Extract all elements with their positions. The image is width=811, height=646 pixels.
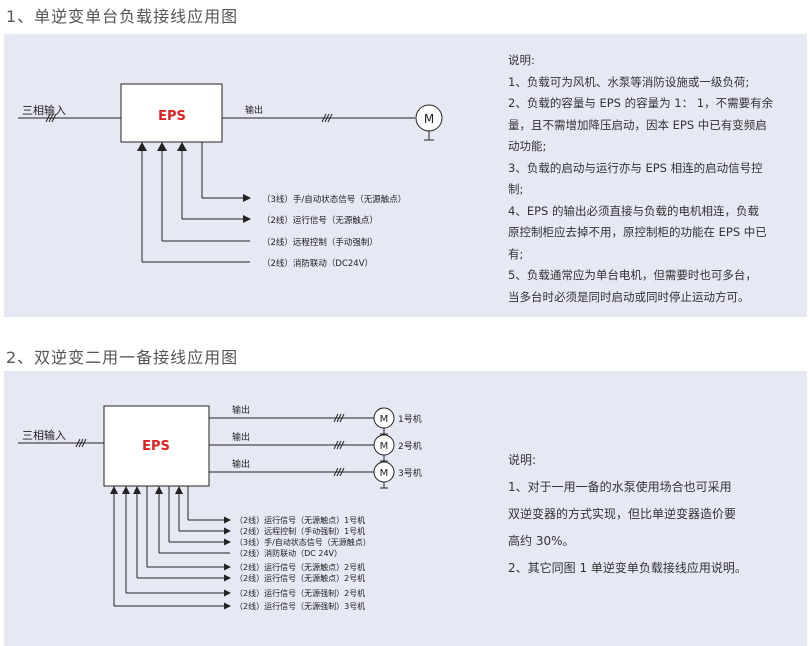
three-phase-mark-icon xyxy=(45,113,333,123)
note-line: 4、EPS 的输出必须直接与负载的电机相连，负载 xyxy=(508,203,759,218)
note-line: 动功能; xyxy=(508,139,547,153)
input-label: 三相输入 xyxy=(22,428,66,442)
eps-label: EPS xyxy=(142,439,170,454)
note-line: 3、负载的启动与运行亦与 EPS 相连的启动信号控 xyxy=(508,160,763,175)
signal-label: （2线）远程控制（手动强制） xyxy=(262,237,378,248)
eps-box xyxy=(120,83,223,143)
section1-title: 1、单逆变单台负载接线应用图 xyxy=(6,7,239,26)
note-line: 双逆变器的方式实现，但比单逆变器造价要 xyxy=(508,507,737,521)
signal-label: （2线）运行信号（无源强制）2号机 xyxy=(235,588,365,598)
motor-symbol: M xyxy=(380,414,389,425)
signal-label: （2线）运行信号（无源触点） xyxy=(262,215,378,226)
eps-box xyxy=(103,405,210,487)
signal-label: （2线）运行信号（无源触点）2号机 xyxy=(235,562,365,572)
signal-lines xyxy=(113,486,231,610)
unit-label-3: 3号机 xyxy=(398,467,422,479)
output-label-3: 输出 xyxy=(232,458,250,470)
unit-label-2: 2号机 xyxy=(398,440,422,452)
section1-notes: 说明: 1、负载可为风机、水泵等消防设施或一级负荷; 2、负载的容量与 EPS … xyxy=(508,50,773,308)
motor-symbol: M xyxy=(380,441,389,452)
three-phase-mark-icon xyxy=(75,413,345,477)
note-line: 2、负载的容量与 EPS 的容量为 1： 1，不需要有余 xyxy=(508,96,774,110)
section1-wiring-diagram: 三相输入 EPS 输出 M （3线）手/自动状态信号（无源触点） （2线）运行信… xyxy=(18,83,443,269)
output-label-2: 输出 xyxy=(232,431,250,443)
note-line: 1、对于一用一备的水泵使用场合也可采用 xyxy=(508,480,732,494)
note-line: 原控制柜应去掉不用，原控制柜的功能在 EPS 中已 xyxy=(508,225,767,239)
note-line: 说明: xyxy=(508,53,535,67)
note-line: 高约 30%。 xyxy=(508,534,575,548)
signal-lines xyxy=(141,142,251,263)
signal-arrow-icons xyxy=(137,142,187,151)
motor-symbol: M xyxy=(380,468,389,479)
section1-panel: 三相输入 EPS 输出 M （3线）手/自动状态信号（无源触点） （2线）运行信… xyxy=(4,34,807,317)
unit-label-1: 1号机 xyxy=(398,413,422,425)
note-line: 2、其它同图 1 单逆变单负载接线应用说明。 xyxy=(508,561,747,575)
signal-label: （2线）运行信号（无源触点）2号机 xyxy=(235,573,365,583)
signal-label: （3线）手/自动状态信号（无源触点） xyxy=(262,194,406,205)
note-line: 制; xyxy=(508,182,524,196)
signal-label: （2线）远程控制（手动强制）1号机 xyxy=(235,526,365,536)
eps-label: EPS xyxy=(158,109,186,124)
note-line: 5、负载通常应为单台电机，但需要时也可多台， xyxy=(508,268,757,282)
output-label-1: 输出 xyxy=(232,404,250,416)
signal-label: （2线）消防联动（DC24V） xyxy=(262,258,373,269)
note-line: 说明: xyxy=(508,453,537,467)
output-label: 输出 xyxy=(245,104,263,116)
motor-symbol: M xyxy=(424,112,434,126)
note-line: 1、负载可为风机、水泵等消防设施或一级负荷; xyxy=(508,74,750,89)
section2-title: 2、双逆变二用一备接线应用图 xyxy=(6,348,239,367)
input-label: 三相输入 xyxy=(22,103,66,117)
signal-label: （3线）手/自动状态信号（无源触点） xyxy=(235,537,371,547)
section2-wiring-diagram: 三相输入 EPS 输出 输出 输出 M M M 1号机 2号机 3号机 （2线）… xyxy=(18,404,422,611)
section2-panel: 三相输入 EPS 输出 输出 输出 M M M 1号机 2号机 3号机 （2线）… xyxy=(4,371,807,646)
signal-label: （2线）消防联动（DC 24V） xyxy=(235,548,342,558)
signal-label: （2线）运行信号（无源强制）3号机 xyxy=(235,601,365,611)
signal-label: （2线）运行信号（无源触点）1号机 xyxy=(235,515,365,525)
signal-arrow-icons xyxy=(110,486,183,494)
section2-notes: 说明: 1、对于一用一备的水泵使用场合也可采用 双逆变器的方式实现，但比单逆变器… xyxy=(508,447,747,582)
note-line: 量，且不需增加降压启动，因本 EPS 中已有变频启 xyxy=(508,117,767,132)
note-line: 当多台时必须是同时启动或同时停止运动方可。 xyxy=(508,289,750,304)
note-line: 有; xyxy=(508,246,524,261)
